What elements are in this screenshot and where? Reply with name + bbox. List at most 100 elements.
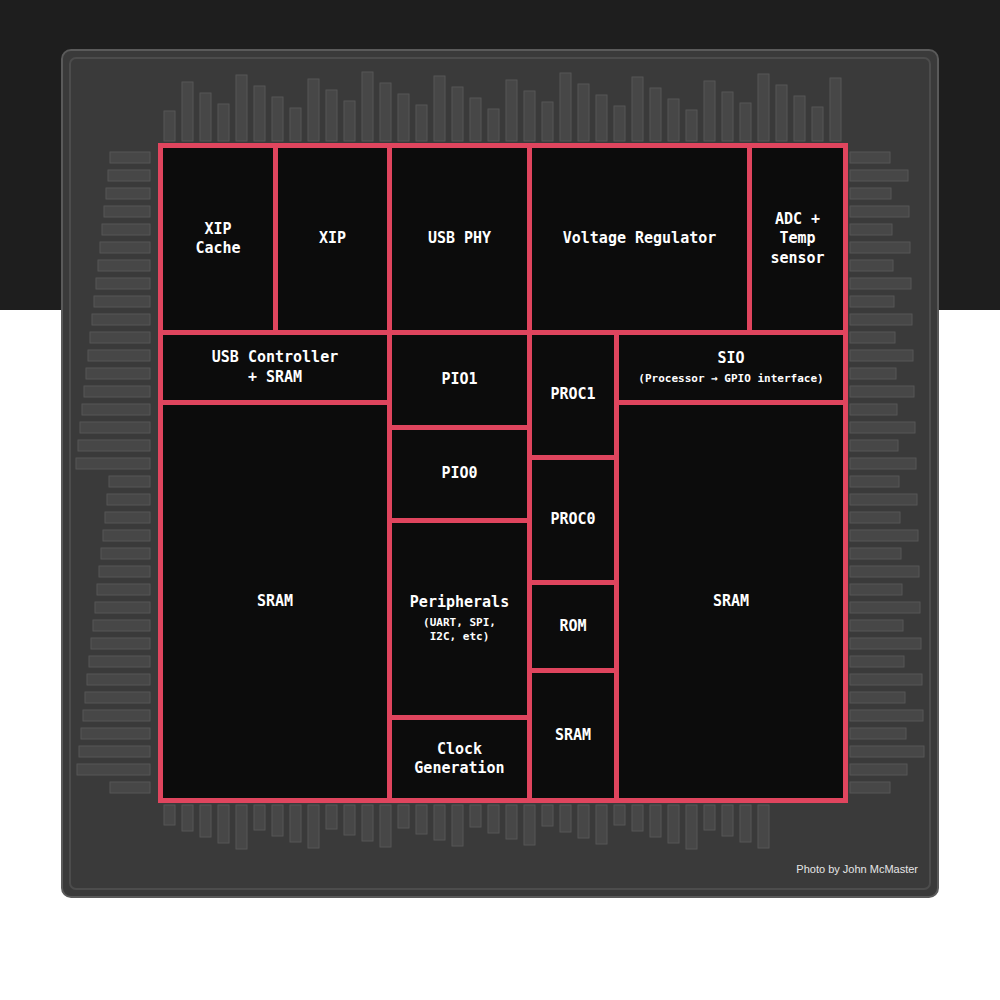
bond-pad <box>78 440 150 451</box>
block-note: (Processor → GPIO interface) <box>638 372 823 386</box>
bond-pad <box>524 805 535 845</box>
block-grid <box>158 143 848 803</box>
bond-pad <box>524 91 535 141</box>
block-label: PROC1 <box>550 385 595 405</box>
bond-pad <box>650 805 661 837</box>
bond-pad <box>850 242 910 253</box>
bond-pad <box>850 386 914 397</box>
bond-pad <box>542 102 553 141</box>
bond-pad <box>308 79 319 141</box>
bond-pad <box>200 805 211 837</box>
bond-pad <box>850 422 915 433</box>
bond-pad <box>88 350 150 361</box>
bond-pad <box>488 805 499 833</box>
bond-pad <box>850 170 908 181</box>
bond-pad <box>84 386 150 397</box>
bond-pad <box>344 805 355 835</box>
bond-pad <box>722 805 733 836</box>
bond-pad <box>110 152 150 163</box>
bond-pad <box>80 422 150 433</box>
bond-pad <box>236 75 247 141</box>
bond-pad <box>103 530 150 541</box>
bond-pad <box>850 296 894 307</box>
bond-pad <box>850 494 917 505</box>
bond-pad <box>254 805 265 830</box>
bond-pad <box>326 90 337 141</box>
bond-pad <box>416 805 427 834</box>
bond-pad <box>740 805 751 842</box>
bond-pad <box>272 805 283 836</box>
bond-pad <box>398 805 409 828</box>
bond-pad <box>290 805 301 842</box>
chip-block: Clock Generation <box>392 720 527 798</box>
bond-pad <box>686 805 697 849</box>
block-label: Voltage Regulator <box>563 229 717 249</box>
block-label: SRAM <box>713 592 749 612</box>
block-label: ADC + Temp sensor <box>770 210 824 269</box>
bond-pad <box>218 104 229 141</box>
bond-pad <box>542 805 553 826</box>
bond-pad <box>850 602 920 613</box>
bond-pad <box>850 260 893 271</box>
bond-pad <box>380 805 391 847</box>
bond-pad <box>614 106 625 141</box>
bond-pad <box>668 805 679 843</box>
chip-block: SIO(Processor → GPIO interface) <box>619 335 843 400</box>
bond-pad <box>850 206 909 217</box>
bond-pad <box>850 530 918 541</box>
chip-block: XIP <box>278 148 387 330</box>
bond-pad <box>850 584 902 595</box>
bond-pad <box>740 103 751 141</box>
bond-pad <box>254 86 265 141</box>
bond-pad <box>850 638 921 649</box>
bond-pad <box>92 314 150 325</box>
bond-pad <box>668 99 679 141</box>
bond-pad <box>290 108 301 141</box>
bond-pad <box>98 260 150 271</box>
bond-pad <box>105 512 150 523</box>
chip-block: ADC + Temp sensor <box>752 148 843 330</box>
block-label: SRAM <box>257 592 293 612</box>
block-label: USB Controller + SRAM <box>212 348 338 387</box>
bond-pad <box>850 548 901 559</box>
block-label: PIO1 <box>441 370 477 390</box>
block-note: (UART, SPI, I2C, etc) <box>421 616 497 645</box>
bond-pad <box>560 805 571 832</box>
chip-block: ROM <box>532 585 614 668</box>
block-label: XIP <box>319 229 346 249</box>
bond-pad <box>101 548 150 559</box>
die-body <box>62 50 938 897</box>
bond-pad <box>776 85 787 141</box>
bond-pad <box>96 278 150 289</box>
bond-pad <box>850 674 922 685</box>
bond-pad <box>850 278 911 289</box>
bond-pad <box>850 764 907 775</box>
bond-pad <box>164 805 175 825</box>
bond-pad <box>850 710 923 721</box>
bond-pad <box>81 728 150 739</box>
bond-pad <box>77 764 150 775</box>
bond-pad <box>94 296 150 307</box>
chip-block: PIO1 <box>392 335 527 425</box>
chip-block: Peripherals(UART, SPI, I2C, etc) <box>392 523 527 715</box>
bond-pad <box>758 805 769 848</box>
bond-pad <box>79 746 150 757</box>
bond-pad <box>452 87 463 141</box>
bond-pad <box>102 224 150 235</box>
bond-pad <box>344 101 355 141</box>
bond-pad <box>850 512 900 523</box>
bond-pad <box>91 638 150 649</box>
bond-pad <box>704 81 715 141</box>
bond-pad <box>362 72 373 141</box>
bond-pad <box>578 805 589 838</box>
bond-pad <box>109 476 150 487</box>
bond-pad <box>614 805 625 825</box>
chip-block: USB PHY <box>392 148 527 330</box>
chip-block: PROC0 <box>532 460 614 580</box>
bond-pad <box>686 110 697 141</box>
bond-pad <box>164 111 175 141</box>
block-label: PROC0 <box>550 510 595 530</box>
bond-pad <box>434 76 445 141</box>
bond-pad <box>830 78 841 141</box>
